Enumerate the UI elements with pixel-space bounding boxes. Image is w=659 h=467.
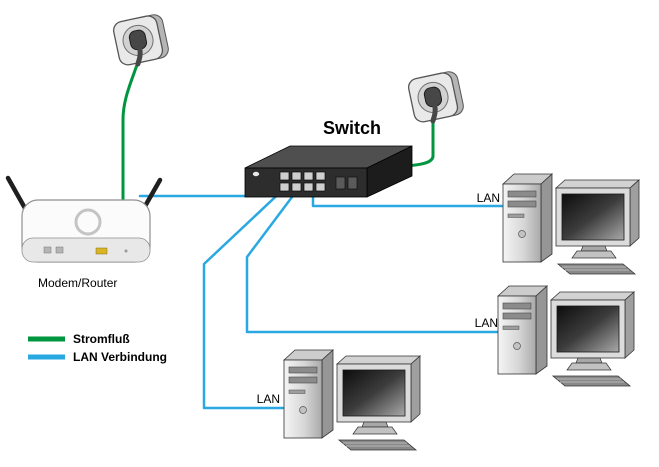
- lan-label-3: LAN: [257, 392, 280, 406]
- router-port: [43, 246, 52, 254]
- pc-workstation-3: [283, 349, 421, 451]
- switch-port: [279, 171, 290, 181]
- router-logo-ring: [74, 208, 102, 236]
- router-antenna-right: [141, 177, 163, 211]
- power-cable-outlet-to-switch: [404, 117, 435, 168]
- switch-label: Switch: [323, 118, 381, 138]
- power-outlet-left: [112, 13, 170, 67]
- switch-port: [303, 171, 314, 181]
- switch-port: [279, 182, 290, 192]
- router-front-strip: [21, 237, 151, 263]
- legend-lan-label: LAN Verbindung: [73, 350, 167, 364]
- switch-device: [244, 145, 413, 198]
- router-wan-port: [95, 247, 108, 255]
- router-led: [124, 249, 128, 253]
- legend: Stromfluß LAN Verbindung: [28, 332, 167, 364]
- switch-sfp-port: [335, 176, 346, 190]
- legend-power-label: Stromfluß: [73, 332, 130, 346]
- router-device: [5, 175, 163, 263]
- switch-brand-logo-icon: [252, 171, 260, 177]
- router-antenna-left: [5, 175, 29, 213]
- power-outlet-right: [407, 70, 465, 124]
- lan-label-1: LAN: [477, 191, 500, 205]
- lan-label-2: LAN: [475, 316, 498, 330]
- switch-port: [291, 182, 302, 192]
- power-cable-outlet-to-router: [121, 60, 140, 218]
- switch-sfp-port: [347, 176, 358, 190]
- switch-port: [315, 171, 326, 181]
- switch-port: [315, 182, 326, 192]
- switch-port: [303, 182, 314, 192]
- switch-port: [291, 171, 302, 181]
- router-label: Modem/Router: [38, 276, 117, 290]
- pc-workstation-2: [497, 285, 635, 387]
- lan-cable-switch-to-pc3: [202, 183, 294, 410]
- router-port: [55, 246, 64, 254]
- pc-workstation-1: [502, 173, 640, 275]
- switch-ports: [279, 171, 358, 192]
- lan-cable-switch-to-pc2: [245, 183, 507, 334]
